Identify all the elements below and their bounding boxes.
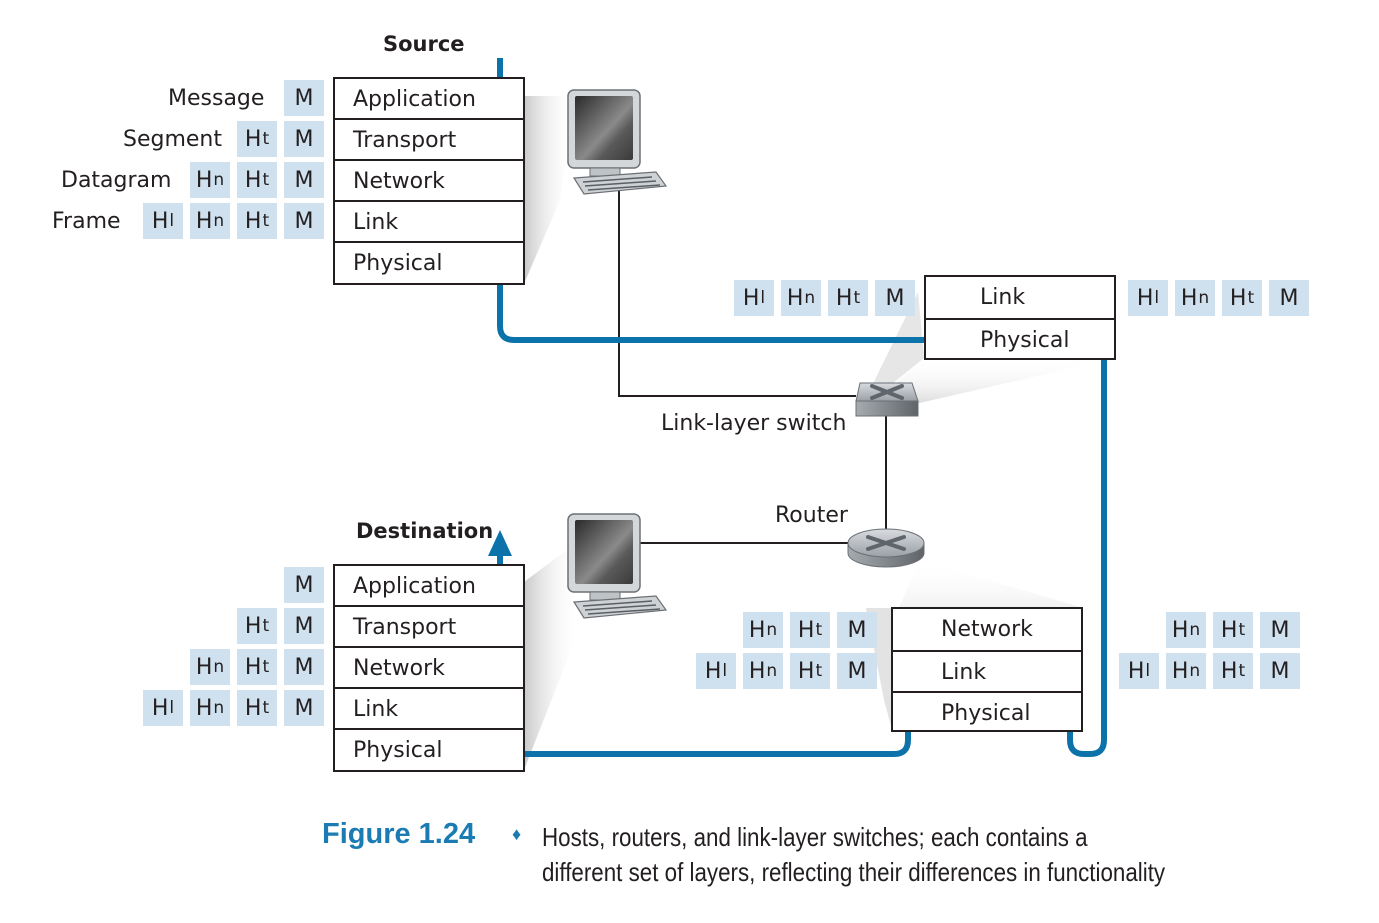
source-layer-transport: Transport (335, 118, 523, 159)
switch-shadow (880, 358, 1116, 412)
destination-pdu-row-3-message-cell: M (284, 690, 324, 726)
router-layer-link: Link (893, 650, 1081, 691)
pdu-label-frame: Frame (52, 209, 121, 234)
destination-layer-link: Link (335, 687, 523, 728)
source-layer-physical: Physical (335, 241, 523, 283)
switch-out-frame-message-cell: M (1269, 280, 1309, 316)
destination-host-shadow (524, 540, 580, 770)
destination-protocol-stack: Application Transport Network Link Physi… (333, 564, 525, 772)
router-out-row-0-message-cell: M (1260, 612, 1300, 648)
destination-layer-application: Application (353, 574, 476, 599)
source-layer-network: Network (335, 159, 523, 200)
source-title: Source (383, 32, 465, 56)
destination-pdu-row-0-message-cell: M (284, 567, 324, 603)
destination-layer-network: Network (335, 646, 523, 687)
switch-layer-physical: Physical (926, 318, 1114, 358)
source-pdu-row-2-message-cell: M (284, 162, 324, 198)
pdu-label-segment: Segment (123, 127, 222, 152)
router-layer-network: Network (941, 617, 1033, 642)
destination-layer-transport: Transport (335, 605, 523, 646)
source-protocol-stack: Application Transport Network Link Physi… (333, 77, 525, 285)
router-icon (847, 528, 925, 568)
destination-host-icon (567, 513, 668, 619)
router-out-row-1-message-cell: M (1260, 653, 1300, 689)
destination-pdu-row-1-message-cell: M (284, 608, 324, 644)
caption-text: Hosts, routers, and link-layer switches;… (542, 820, 1165, 890)
switch-protocol-stack: Link Physical (924, 275, 1116, 360)
switch-in-frame-message-cell: M (875, 280, 915, 316)
source-layer-link: Link (335, 200, 523, 241)
router-protocol-stack: Network Link Physical (891, 607, 1083, 732)
link-layer-switch-icon (855, 382, 919, 417)
source-host-icon (567, 89, 668, 195)
router-layer-physical: Physical (893, 691, 1081, 731)
caption-line-2: different set of layers, reflecting thei… (542, 857, 1166, 887)
cable-source-to-switch (618, 190, 856, 397)
caption-line-1: Hosts, routers, and link-layer switches;… (542, 822, 1088, 852)
router-shadow (880, 560, 1084, 650)
switch-layer-link: Link (980, 285, 1026, 310)
destination-title: Destination (356, 519, 494, 543)
switch-label: Link-layer switch (661, 411, 847, 436)
destination-pdu-row-2-message-cell: M (284, 649, 324, 685)
source-pdu-row-1-message-cell: M (284, 121, 324, 157)
router-in-row-0-message-cell: M (837, 612, 877, 648)
source-layer-application: Application (353, 87, 476, 112)
router-label: Router (775, 503, 848, 528)
pdu-label-datagram: Datagram (61, 168, 172, 193)
diamond-separator-icon: ♦ (512, 824, 522, 844)
router-in-row-1-message-cell: M (837, 653, 877, 689)
pdu-label-message: Message (168, 86, 265, 111)
source-host-shadow (524, 96, 575, 284)
figure-number: Figure 1.24 (322, 818, 476, 850)
data-path-arrowhead (488, 530, 512, 556)
source-pdu-row-3-message-cell: M (284, 203, 324, 239)
destination-layer-physical: Physical (335, 728, 523, 770)
source-pdu-row-0-message-cell: M (284, 80, 324, 116)
switch-to-box-shadow (860, 292, 924, 410)
